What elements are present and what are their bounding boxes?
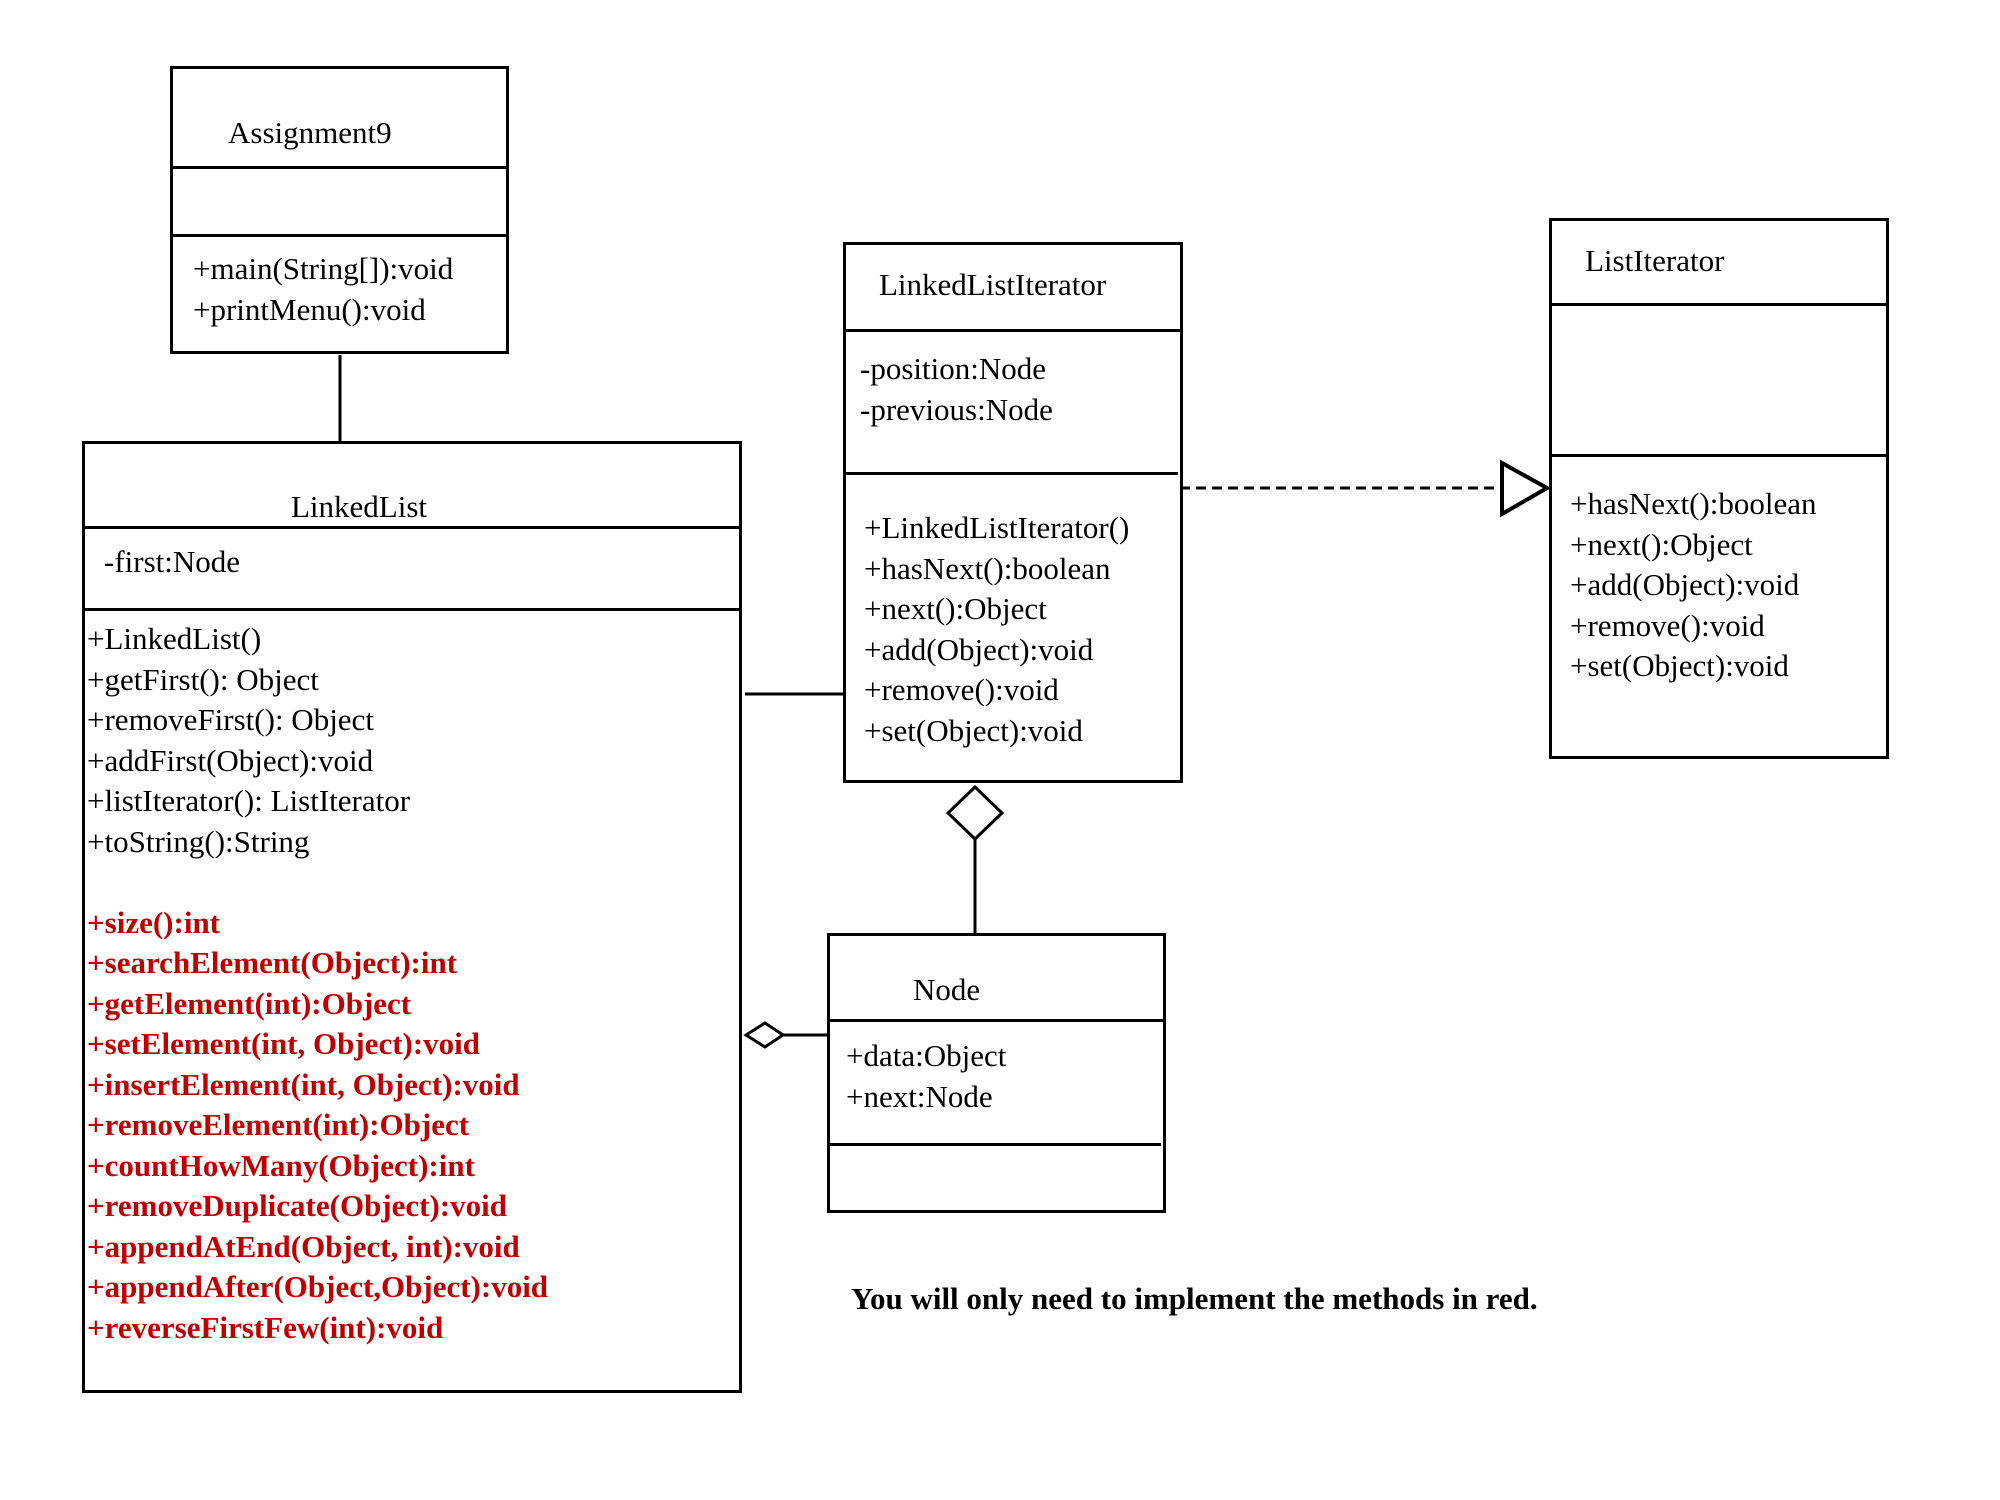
class-name: Assignment9	[228, 115, 392, 150]
method: +getFirst(): Object	[87, 661, 319, 697]
attribute: -previous:Node	[860, 391, 1053, 427]
class-linked-list-iterator: LinkedListIterator -position:Node -previ…	[843, 242, 1183, 783]
red-method: +appendAfter(Object,Object):void	[87, 1269, 549, 1304]
method: +add(Object):void	[864, 631, 1094, 667]
attribute-list: -first:Node	[104, 536, 240, 588]
method: +addFirst(Object):void	[87, 742, 374, 778]
red-method: +setElement(int, Object):void	[87, 1026, 481, 1061]
compartment-divider	[173, 234, 506, 237]
instruction-note: You will only need to implement the meth…	[851, 1281, 1538, 1316]
method: +next():Object	[1570, 526, 1753, 562]
attribute: +next:Node	[846, 1078, 993, 1114]
method-list: +hasNext():boolean +next():Object +add(O…	[1570, 484, 1816, 687]
compartment-divider	[85, 608, 739, 611]
method: +toString():String	[87, 823, 310, 859]
compartment-divider	[846, 329, 1180, 332]
realization-arrowhead	[1500, 459, 1552, 518]
method-list: +main(String[]):void +printMenu():void	[193, 249, 453, 330]
red-method: +size():int	[87, 904, 221, 940]
method-list: +LinkedListIterator() +hasNext():boolean…	[864, 508, 1129, 751]
compartment-divider	[1552, 454, 1886, 457]
compartment-divider	[173, 166, 506, 169]
method: +add(Object):void	[1570, 567, 1800, 602]
method: +set(Object):void	[1570, 648, 1789, 683]
linkedlist-aggregation-diamond	[743, 1021, 786, 1049]
method: +remove():void	[1570, 607, 1765, 643]
red-method: +insertElement(int, Object):void	[87, 1066, 520, 1102]
attribute: +data:Object	[846, 1038, 1007, 1073]
compartment-divider	[1552, 303, 1886, 306]
method: +set(Object):void	[864, 712, 1083, 748]
method: +next():Object	[864, 591, 1047, 626]
attribute: -position:Node	[860, 351, 1046, 386]
method: +printMenu():void	[193, 291, 426, 327]
red-method: +getElement(int):Object	[87, 985, 412, 1021]
method: +removeFirst(): Object	[87, 702, 374, 737]
class-list-iterator: ListIterator +hasNext():boolean +next():…	[1549, 218, 1889, 759]
class-linked-list: LinkedList -first:Node +LinkedList() +ge…	[82, 441, 742, 1393]
red-method: +removeDuplicate(Object):void	[87, 1188, 507, 1223]
red-method: +countHowMany(Object):int	[87, 1147, 475, 1183]
red-method: +removeElement(int):Object	[87, 1107, 470, 1142]
iterator-aggregation-diamond	[945, 784, 1005, 842]
class-node: Node +data:Object +next:Node	[827, 933, 1166, 1213]
class-name: LinkedListIterator	[879, 267, 1107, 302]
method: +LinkedListIterator()	[864, 510, 1130, 545]
method: +listIterator(): ListIterator	[87, 783, 411, 818]
attribute-list: +data:Object +next:Node	[846, 1036, 1006, 1117]
compartment-divider	[830, 1019, 1163, 1022]
compartment-divider	[827, 1143, 1161, 1146]
class-assignment9: Assignment9 +main(String[]):void +printM…	[170, 66, 509, 354]
class-name: LinkedList	[291, 489, 428, 524]
attribute: -first:Node	[104, 544, 241, 579]
method-list: +LinkedList() +getFirst(): Object +remov…	[87, 619, 548, 1348]
class-name: ListIterator	[1585, 243, 1725, 278]
class-name: Node	[913, 972, 981, 1007]
method: +hasNext():boolean	[864, 550, 1111, 586]
red-method: +appendAtEnd(Object, int):void	[87, 1228, 520, 1264]
method: +main(String[]):void	[193, 251, 454, 286]
method: +remove():void	[864, 672, 1059, 707]
attribute-list: -position:Node -previous:Node	[860, 349, 1053, 430]
compartment-divider	[846, 472, 1178, 475]
method: +hasNext():boolean	[1570, 486, 1817, 521]
red-method: +searchElement(Object):int	[87, 945, 458, 980]
blank-line	[87, 862, 548, 903]
red-method: +reverseFirstFew(int):void	[87, 1309, 444, 1345]
method: +LinkedList()	[87, 621, 262, 656]
compartment-divider	[85, 526, 739, 529]
